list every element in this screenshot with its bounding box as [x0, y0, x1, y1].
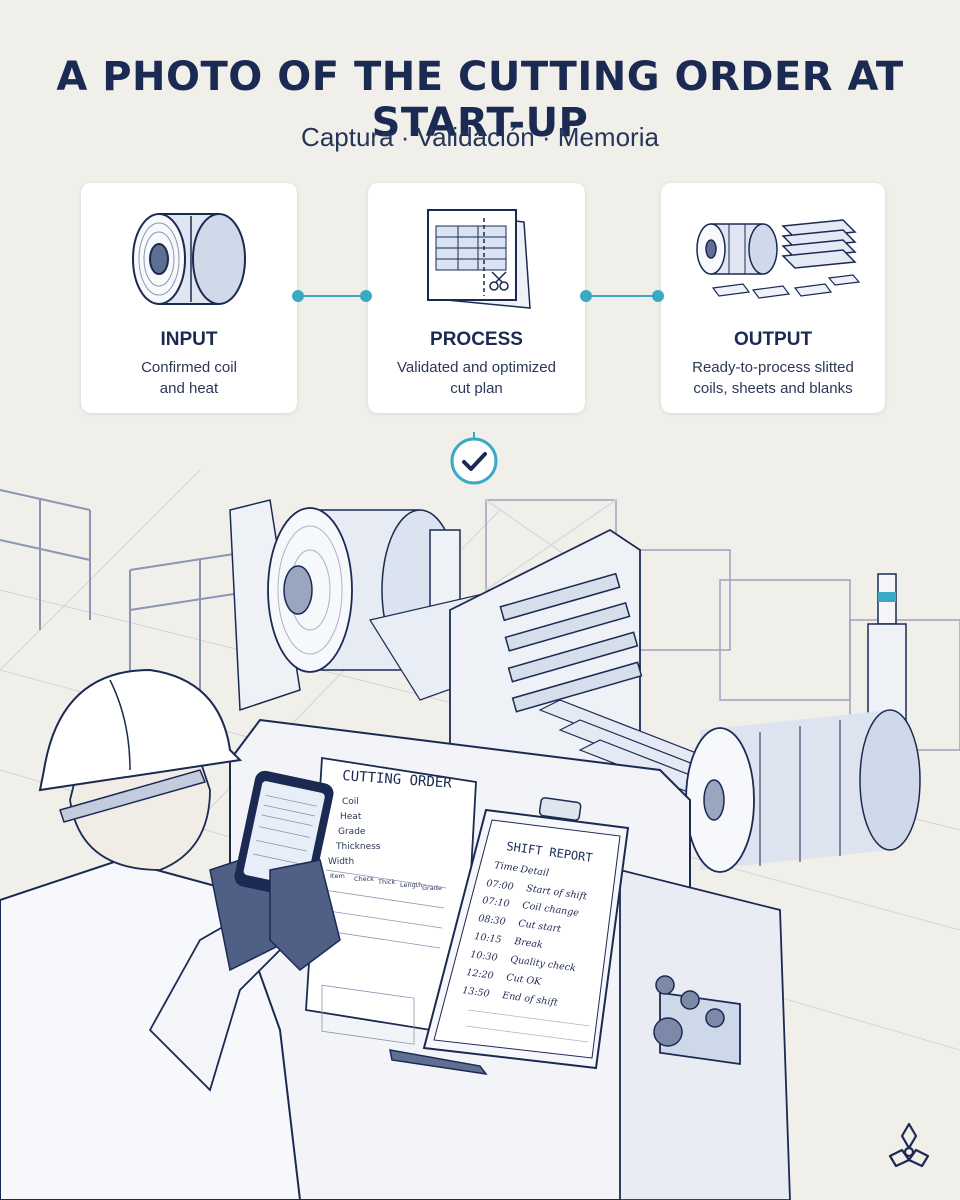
process-label: PROCESS [430, 329, 523, 350]
cutting-order-column: Item [330, 872, 345, 880]
cutting-order-column: Thick [377, 878, 395, 886]
shift-report-time: 10:15 [474, 931, 503, 946]
page-subtitle: Captura · Validación · Memoria [301, 122, 659, 152]
cutting-order-column: Check [354, 875, 374, 883]
input-card: INPUT Confirmed coil and heat [81, 183, 297, 413]
shift-report-column: Detail [519, 864, 550, 879]
pen-icon [389, 1049, 488, 1076]
cutting-order-sheet: CUTTING ORDER Coil Heat Grade Thickness … [305, 756, 477, 1045]
output-card: OUTPUT Ready-to-process slitted coils, s… [661, 183, 885, 413]
shift-report-time: 10:30 [470, 949, 499, 964]
logo-icon [888, 1122, 930, 1168]
shift-report-column: Time [494, 860, 520, 874]
shift-report-time: 08:30 [478, 913, 507, 928]
checkmark-icon [450, 432, 498, 485]
phone-screen [243, 781, 325, 887]
factory-scene-illustration: CUTTING ORDER Coil Heat Grade Thickness … [0, 470, 960, 1200]
cutting-order-title: CUTTING ORDER [342, 768, 453, 792]
connector-dot [360, 290, 372, 302]
cutting-order-column: Grade [422, 884, 442, 892]
cutting-order-field: Coil [342, 797, 359, 807]
cutting-order-column: Length [400, 881, 422, 889]
cutting-order-field: Heat [340, 812, 362, 822]
connector-dot [580, 290, 592, 302]
shift-report-detail: Cut OK [506, 972, 543, 988]
output-description: Ready-to-process slitted coils, sheets a… [692, 359, 854, 397]
operator-figure [0, 668, 341, 1200]
cutting-order-field: Width [328, 857, 354, 867]
cut-plan-icon [368, 199, 585, 319]
output-label: OUTPUT [733, 329, 813, 350]
cutting-order-field: Thickness [335, 842, 381, 852]
input-description: Confirmed coil and heat [141, 359, 237, 397]
connector-process-output [586, 295, 661, 297]
coil-icon [81, 199, 297, 319]
shift-report-time: 07:10 [482, 895, 511, 910]
connector-input-process [298, 295, 368, 297]
input-label: INPUT [160, 329, 218, 350]
slitted-coils-sheets-icon [661, 199, 885, 319]
connector-dot [292, 290, 304, 302]
page-title: A PHOTO OF THE CUTTING ORDER AT START-UP [56, 54, 904, 146]
shift-report-time: 13:50 [462, 985, 491, 1000]
process-description: Validated and optimized cut plan [397, 359, 556, 397]
shift-report-time: 12:20 [466, 967, 495, 982]
shift-report-detail: Break [513, 936, 544, 951]
shift-report-time: 07:00 [486, 878, 515, 893]
shift-report-clipboard: SHIFT REPORT Time Detail 07:00 Start of … [422, 797, 630, 1070]
cutting-order-field: Grade [338, 827, 366, 837]
process-card: PROCESS Validated and optimized cut plan [368, 183, 585, 413]
connector-dot [652, 290, 664, 302]
